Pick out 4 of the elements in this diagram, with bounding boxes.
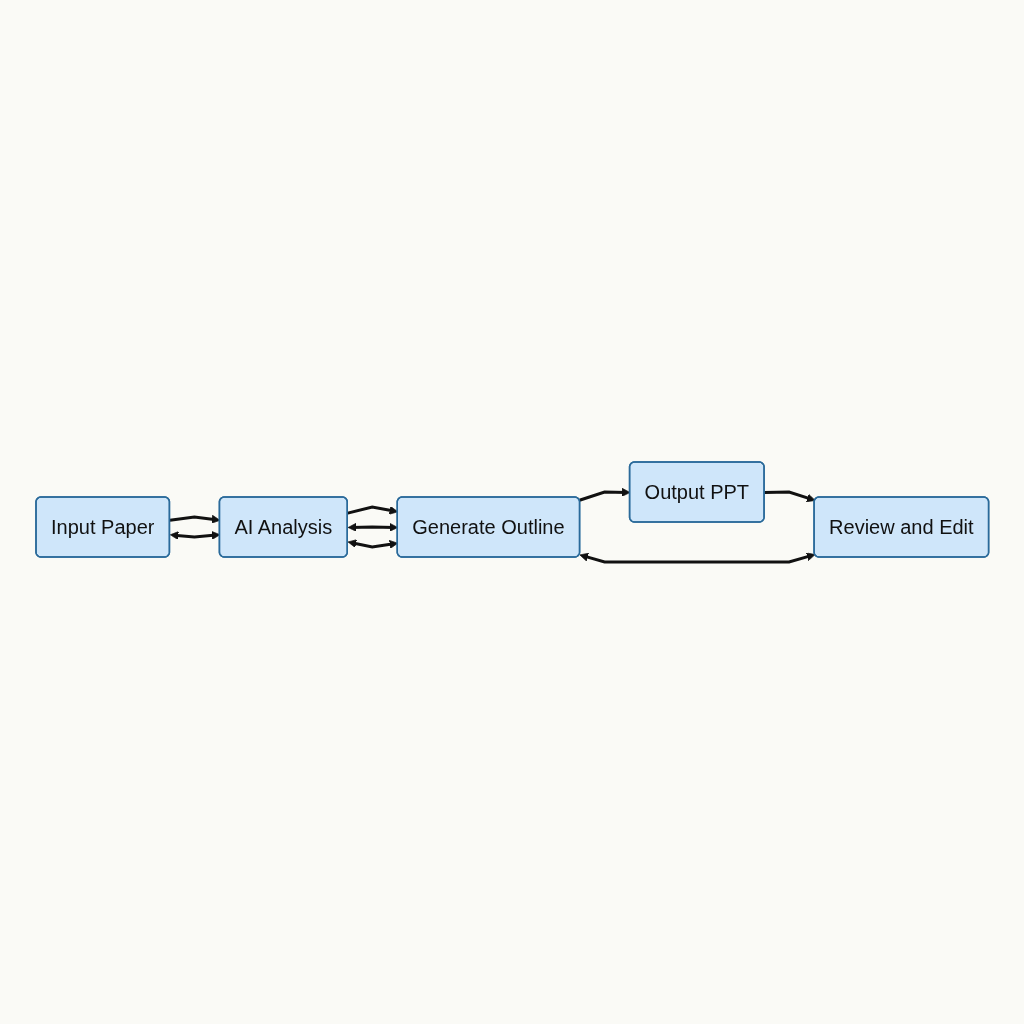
arrow xyxy=(579,552,816,564)
arrow xyxy=(169,531,220,540)
arrow xyxy=(169,514,220,524)
arrow xyxy=(764,490,816,503)
